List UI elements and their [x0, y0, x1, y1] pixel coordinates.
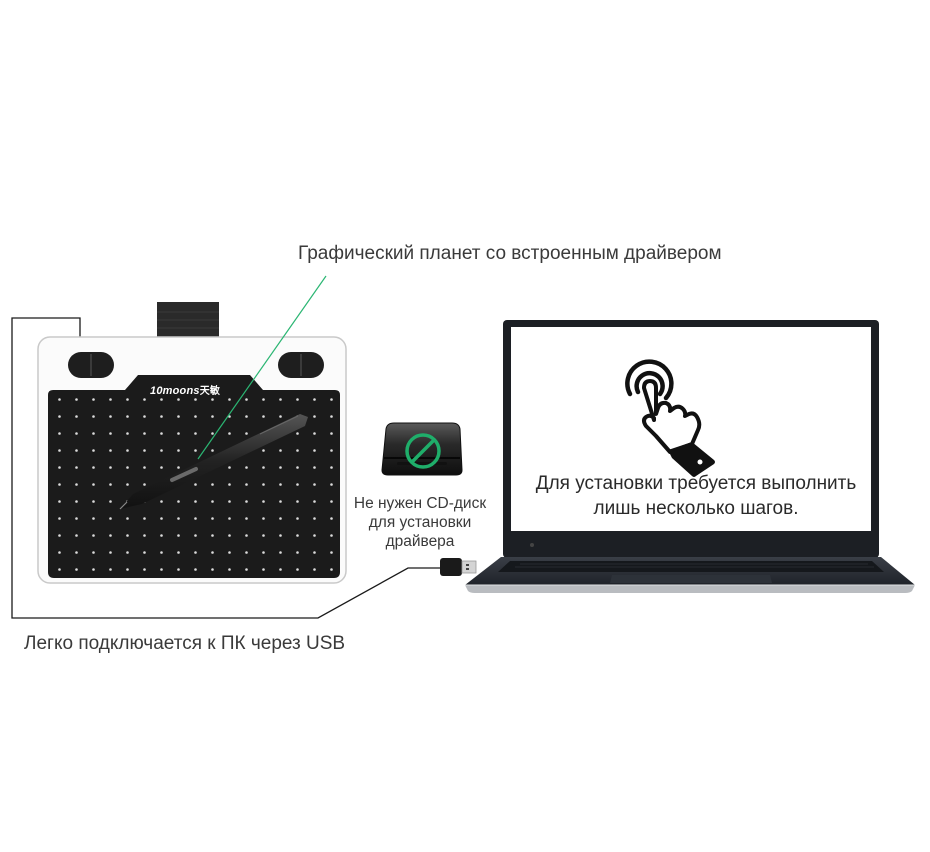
tablet-brand-name: 10moons — [150, 385, 200, 397]
stylus-pen — [119, 414, 308, 510]
screen-text-line-2: лишь несколько шагов. — [593, 498, 799, 519]
screen-text-line-1: Для установки требуется выполнить — [535, 473, 857, 494]
cd-callout-line-1: Не нужен CD-диск — [353, 495, 487, 512]
cd-callout-text: Не нужен CD-диск для установки драйвера — [340, 494, 500, 551]
cd-callout-line-2: для установки — [368, 514, 472, 531]
no-symbol-icon — [405, 433, 441, 469]
tablet-strap — [157, 302, 219, 342]
laptop-touchpad — [610, 575, 772, 583]
tablet-brand-cjk: 天敏 — [199, 386, 221, 397]
driver-callout-line — [197, 275, 327, 460]
driver-callout-text: Графический планет со встроенным драйвер… — [298, 243, 722, 264]
usb-callout-line — [11, 317, 440, 619]
usb-plug-icon — [440, 558, 477, 576]
laptop-screen-text: Для установки требуется выполнить лишь н… — [512, 471, 880, 521]
touch-hand-icon — [625, 359, 715, 477]
graphics-tablet — [37, 302, 347, 584]
usb-callout-text: Легко подключается к ПК через USB — [24, 633, 346, 654]
tablet-brand-logo: 10moons天敏 — [150, 382, 220, 397]
cd-drive-icon — [381, 422, 463, 476]
cd-callout-line-3: драйвера — [385, 533, 455, 550]
